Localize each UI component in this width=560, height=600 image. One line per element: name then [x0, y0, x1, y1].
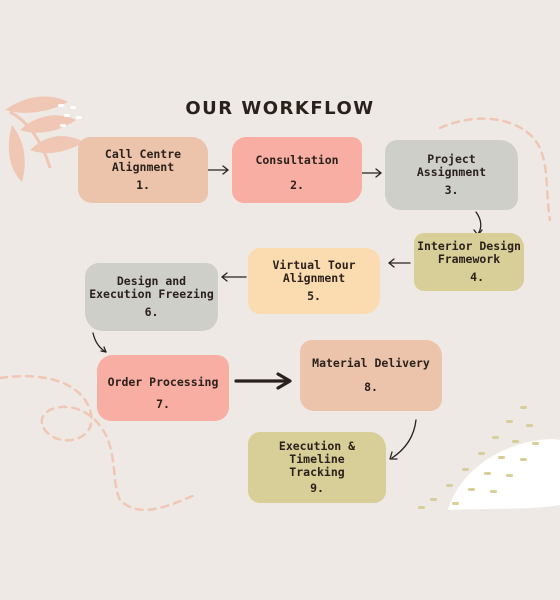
- step-label: Consultation: [255, 153, 339, 167]
- arrow-8-to-9: [389, 419, 417, 460]
- step-5-box: Virtual Tour Alignment 5.: [248, 248, 380, 314]
- step-1-box: Call Centre Alignment 1.: [78, 137, 208, 203]
- step-label: Virtual Tour Alignment: [272, 258, 356, 285]
- leaf-decoration: [5, 96, 84, 182]
- dots-decoration-bottom: [418, 406, 539, 509]
- step-number: 2.: [290, 178, 304, 192]
- step-9-box: Execution & Timeline Tracking 9.: [248, 432, 386, 503]
- step-7-box: Order Processing 7.: [97, 355, 229, 421]
- arrow-7-to-8: [234, 372, 292, 390]
- step-number: 3.: [444, 183, 459, 197]
- step-number: 4.: [470, 270, 484, 284]
- arrow-3-to-4: [473, 211, 483, 236]
- step-8-box: Material Delivery 8.: [300, 340, 442, 411]
- connector-arrows: [92, 165, 483, 460]
- step-number: 6.: [144, 305, 159, 319]
- arrow-4-to-5: [388, 258, 411, 268]
- step-label: Interior Design Framework: [417, 239, 521, 266]
- step-label: Order Processing: [107, 374, 219, 389]
- step-label: Project Assignment: [416, 152, 487, 179]
- dots-decoration-top: [58, 104, 82, 127]
- brush-blob-decoration: [448, 439, 560, 510]
- step-2-box: Consultation 2.: [232, 137, 362, 203]
- dashed-curve-decoration: [0, 117, 552, 512]
- step-label: Call Centre Alignment: [104, 147, 182, 174]
- step-3-box: Project Assignment 3.: [385, 140, 518, 210]
- step-label: Material Delivery: [312, 356, 430, 370]
- step-label: Design and Execution Freezing: [89, 274, 214, 301]
- step-number: 5.: [307, 289, 321, 303]
- arrow-5-to-6: [221, 272, 247, 282]
- step-number: 1.: [136, 178, 150, 192]
- arrow-1-to-2: [206, 165, 229, 175]
- step-number: 8.: [364, 380, 378, 394]
- arrow-2-to-3: [358, 168, 382, 178]
- page-title: OUR WORKFLOW: [185, 98, 375, 119]
- step-number: 7.: [156, 396, 170, 411]
- step-6-box: Design and Execution Freezing 6.: [85, 263, 218, 331]
- step-label: Execution & Timeline Tracking: [278, 439, 356, 479]
- step-number: 9.: [310, 481, 324, 495]
- arrow-6-to-7: [92, 332, 107, 353]
- step-4-box: Interior Design Framework 4.: [414, 233, 524, 291]
